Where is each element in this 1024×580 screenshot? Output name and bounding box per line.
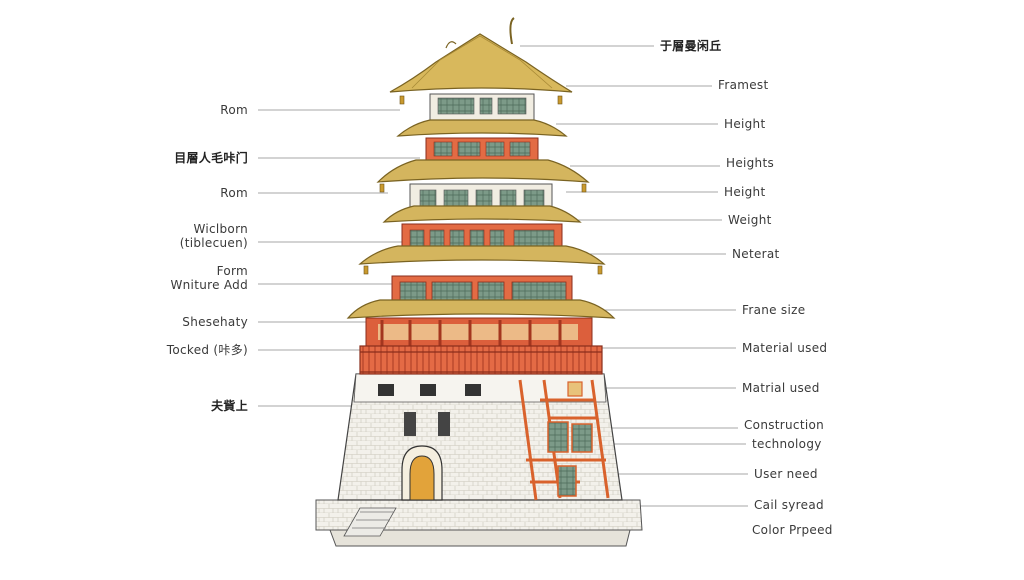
stone-platform (315, 499, 643, 547)
label-right-6: Weight (728, 213, 772, 227)
label-left-7: Wniture Add (170, 278, 248, 292)
label-right-2: Framest (718, 78, 769, 92)
label-left-3: Rom (220, 186, 248, 200)
roof-eaves (346, 17, 616, 319)
roof-bells (363, 95, 603, 275)
balcony-level (359, 317, 603, 375)
label-right-8: Frane size (742, 303, 806, 317)
label-right-5: Height (724, 185, 766, 199)
label-right-10: Matrial used (742, 381, 820, 395)
label-left-10: 夫貲上 (211, 399, 248, 413)
label-left-9: Tocked (咔多) (166, 343, 248, 357)
label-right-3: Height (724, 117, 766, 131)
label-right-13: User need (754, 467, 818, 481)
label-right-7: Neterat (732, 247, 780, 261)
label-left-8: Shesehaty (182, 315, 248, 329)
label-left-1: Rom (220, 103, 248, 117)
label-left-2: 目層人毛咔门 (174, 151, 248, 165)
label-right-14: Cail syread (754, 498, 824, 512)
label-right-12: technology (752, 437, 822, 451)
label-right-15: Color Prpeed (752, 523, 833, 537)
label-right-9: Material used (742, 341, 828, 355)
label-left-4: Wiclborn (193, 222, 248, 236)
label-right-11: Construction (744, 418, 825, 432)
leader-lines (258, 45, 748, 507)
stone-base (337, 373, 623, 501)
label-left-5: (tiblecuen) (179, 236, 248, 250)
label-right-4: Heights (726, 156, 775, 170)
label-left-6: Form (216, 264, 248, 278)
label-right-1: 于層曼闲丘 (660, 39, 722, 53)
